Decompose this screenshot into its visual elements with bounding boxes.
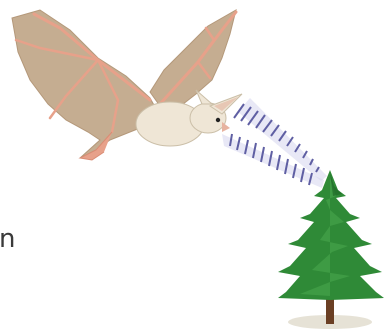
bat-right-wing xyxy=(150,10,236,108)
partial-text-letter: n xyxy=(0,226,15,252)
bat-eye xyxy=(216,118,220,122)
bat xyxy=(12,10,242,160)
pine-tree xyxy=(278,170,384,324)
bat-left-wing xyxy=(12,10,160,158)
